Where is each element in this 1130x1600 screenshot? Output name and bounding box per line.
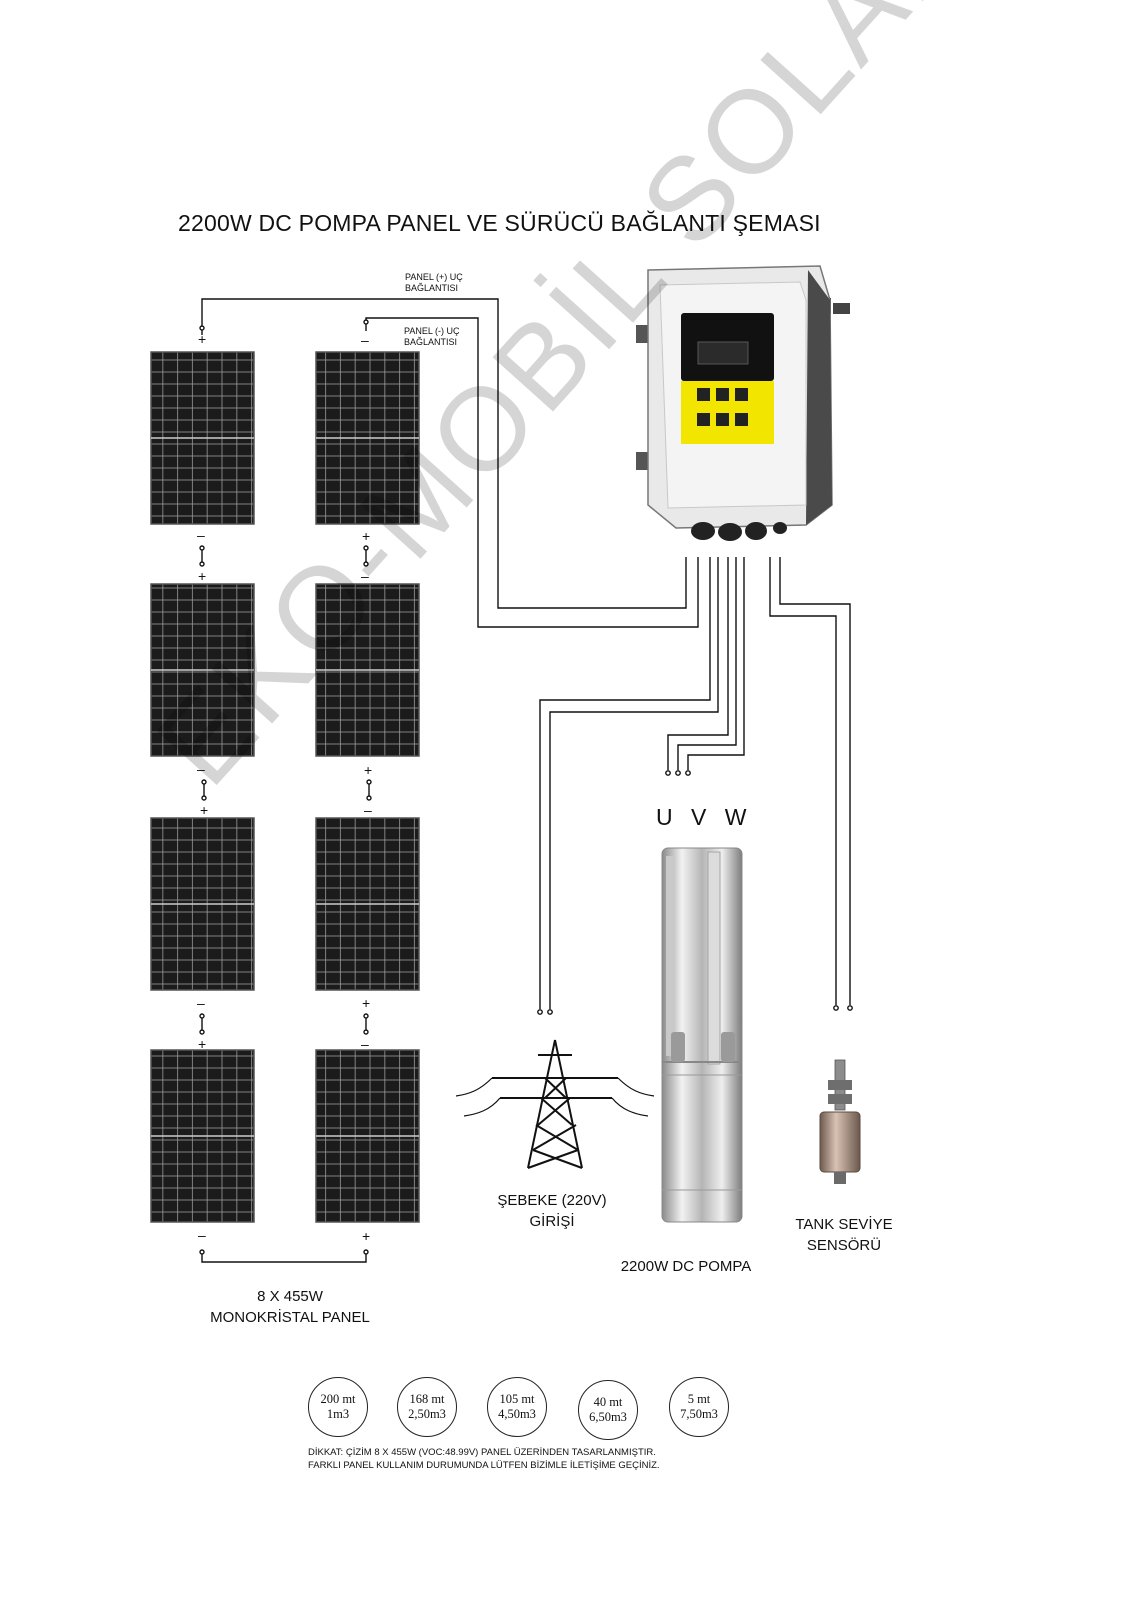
svg-text:–: – (197, 995, 205, 1011)
spec-circle: 168 mt 2,50m3 (397, 1377, 457, 1437)
motor-uvw-wires (665, 557, 745, 776)
solar-panel-7 (315, 817, 420, 991)
tank-sensor-label-line2: SENSÖRÜ (806, 1237, 882, 1254)
float-level-sensor (819, 1059, 861, 1184)
panels-label: 8 X 455W MONOKRİSTAL PANEL (200, 1286, 380, 1328)
grid-input-label: ŞEBEKE (220V) GİRİŞİ (482, 1190, 622, 1232)
panel-minus-label-line2: BAĞLANTISI (404, 337, 458, 347)
solar-panel-3 (150, 817, 255, 991)
svg-text:+: + (362, 528, 370, 544)
panel-series-connections: + – + – + – + – – + – + – + – + (197, 319, 372, 1263)
tank-sensor-label: TANK SEVİYE SENSÖRÜ (784, 1214, 904, 1256)
solar-panel-4 (150, 1049, 255, 1223)
tank-sensor-wires (769, 557, 853, 1011)
solar-panel-2 (150, 583, 255, 757)
spec-circle: 40 mt 6,50m3 (578, 1380, 638, 1440)
panel-plus-label: PANEL (+) UÇ BAĞLANTISI (405, 272, 463, 294)
solar-panel-1 (150, 351, 255, 525)
design-note-line1: DİKKAT: ÇİZİM 8 X 455W (VOC:48.99V) PANE… (308, 1447, 656, 1458)
spec-flow: 1m3 (326, 1407, 350, 1421)
svg-text:–: – (361, 1036, 369, 1052)
spec-distance: 168 mt (409, 1392, 445, 1406)
svg-text:–: – (197, 527, 205, 543)
svg-text:–: – (361, 568, 369, 584)
spec-circle: 200 mt 1m3 (308, 1377, 368, 1437)
panels-label-line1: 8 X 455W (257, 1288, 323, 1305)
panel-minus-label: PANEL (-) UÇ BAĞLANTISI (404, 326, 460, 348)
spec-flow: 7,50m3 (680, 1407, 718, 1421)
spec-flow: 2,50m3 (408, 1407, 446, 1421)
svg-text:–: – (198, 1227, 206, 1243)
solar-panel-6 (315, 583, 420, 757)
submersible-pump (661, 847, 743, 1223)
panel-minus-label-line1: PANEL (-) UÇ (404, 326, 460, 336)
panel-plus-label-line2: BAĞLANTISI (405, 283, 459, 293)
svg-text:–: – (364, 802, 372, 818)
grid-input-label-line1: ŞEBEKE (220V) (497, 1192, 607, 1209)
spec-distance: 200 mt (320, 1392, 356, 1406)
solar-panel-5 (315, 351, 420, 525)
svg-text:+: + (198, 568, 206, 584)
svg-text:+: + (198, 1036, 206, 1052)
solar-panel-8 (315, 1049, 420, 1223)
svg-text:+: + (198, 331, 206, 347)
pump-label: 2200W DC POMPA (620, 1258, 752, 1275)
spec-flow: 4,50m3 (498, 1407, 536, 1421)
svg-text:+: + (362, 995, 370, 1011)
panel-plus-label-line1: PANEL (+) UÇ (405, 272, 463, 282)
spec-flow: 6,50m3 (589, 1410, 627, 1424)
panel-to-controller-wires (201, 298, 699, 628)
grid-input-label-line2: GİRİŞİ (529, 1213, 575, 1230)
svg-text:–: – (361, 332, 369, 348)
transmission-tower-icon (455, 1039, 655, 1169)
grid-input-wires (537, 557, 719, 1015)
spec-distance: 105 mt (499, 1392, 535, 1406)
spec-circle: 5 mt 7,50m3 (669, 1377, 729, 1437)
tank-sensor-label-line1: TANK SEVİYE (795, 1216, 893, 1233)
diagram-title: 2200W DC POMPA PANEL VE SÜRÜCÜ BAĞLANTI … (178, 210, 821, 236)
panels-label-line2: MONOKRİSTAL PANEL (210, 1309, 370, 1326)
spec-distance: 5 mt (687, 1392, 711, 1406)
svg-text:+: + (200, 802, 208, 818)
svg-text:+: + (364, 762, 372, 778)
svg-text:–: – (197, 761, 205, 777)
svg-text:+: + (362, 1228, 370, 1244)
spec-circle: 105 mt 4,50m3 (487, 1377, 547, 1437)
design-note-line2: FARKLI PANEL KULLANIM DURUMUNDA LÜTFEN B… (308, 1460, 660, 1471)
spec-distance: 40 mt (593, 1395, 623, 1409)
uvw-label: U V W (656, 804, 753, 830)
design-note: DİKKAT: ÇİZİM 8 X 455W (VOC:48.99V) PANE… (308, 1446, 660, 1472)
pump-controller (636, 265, 850, 541)
